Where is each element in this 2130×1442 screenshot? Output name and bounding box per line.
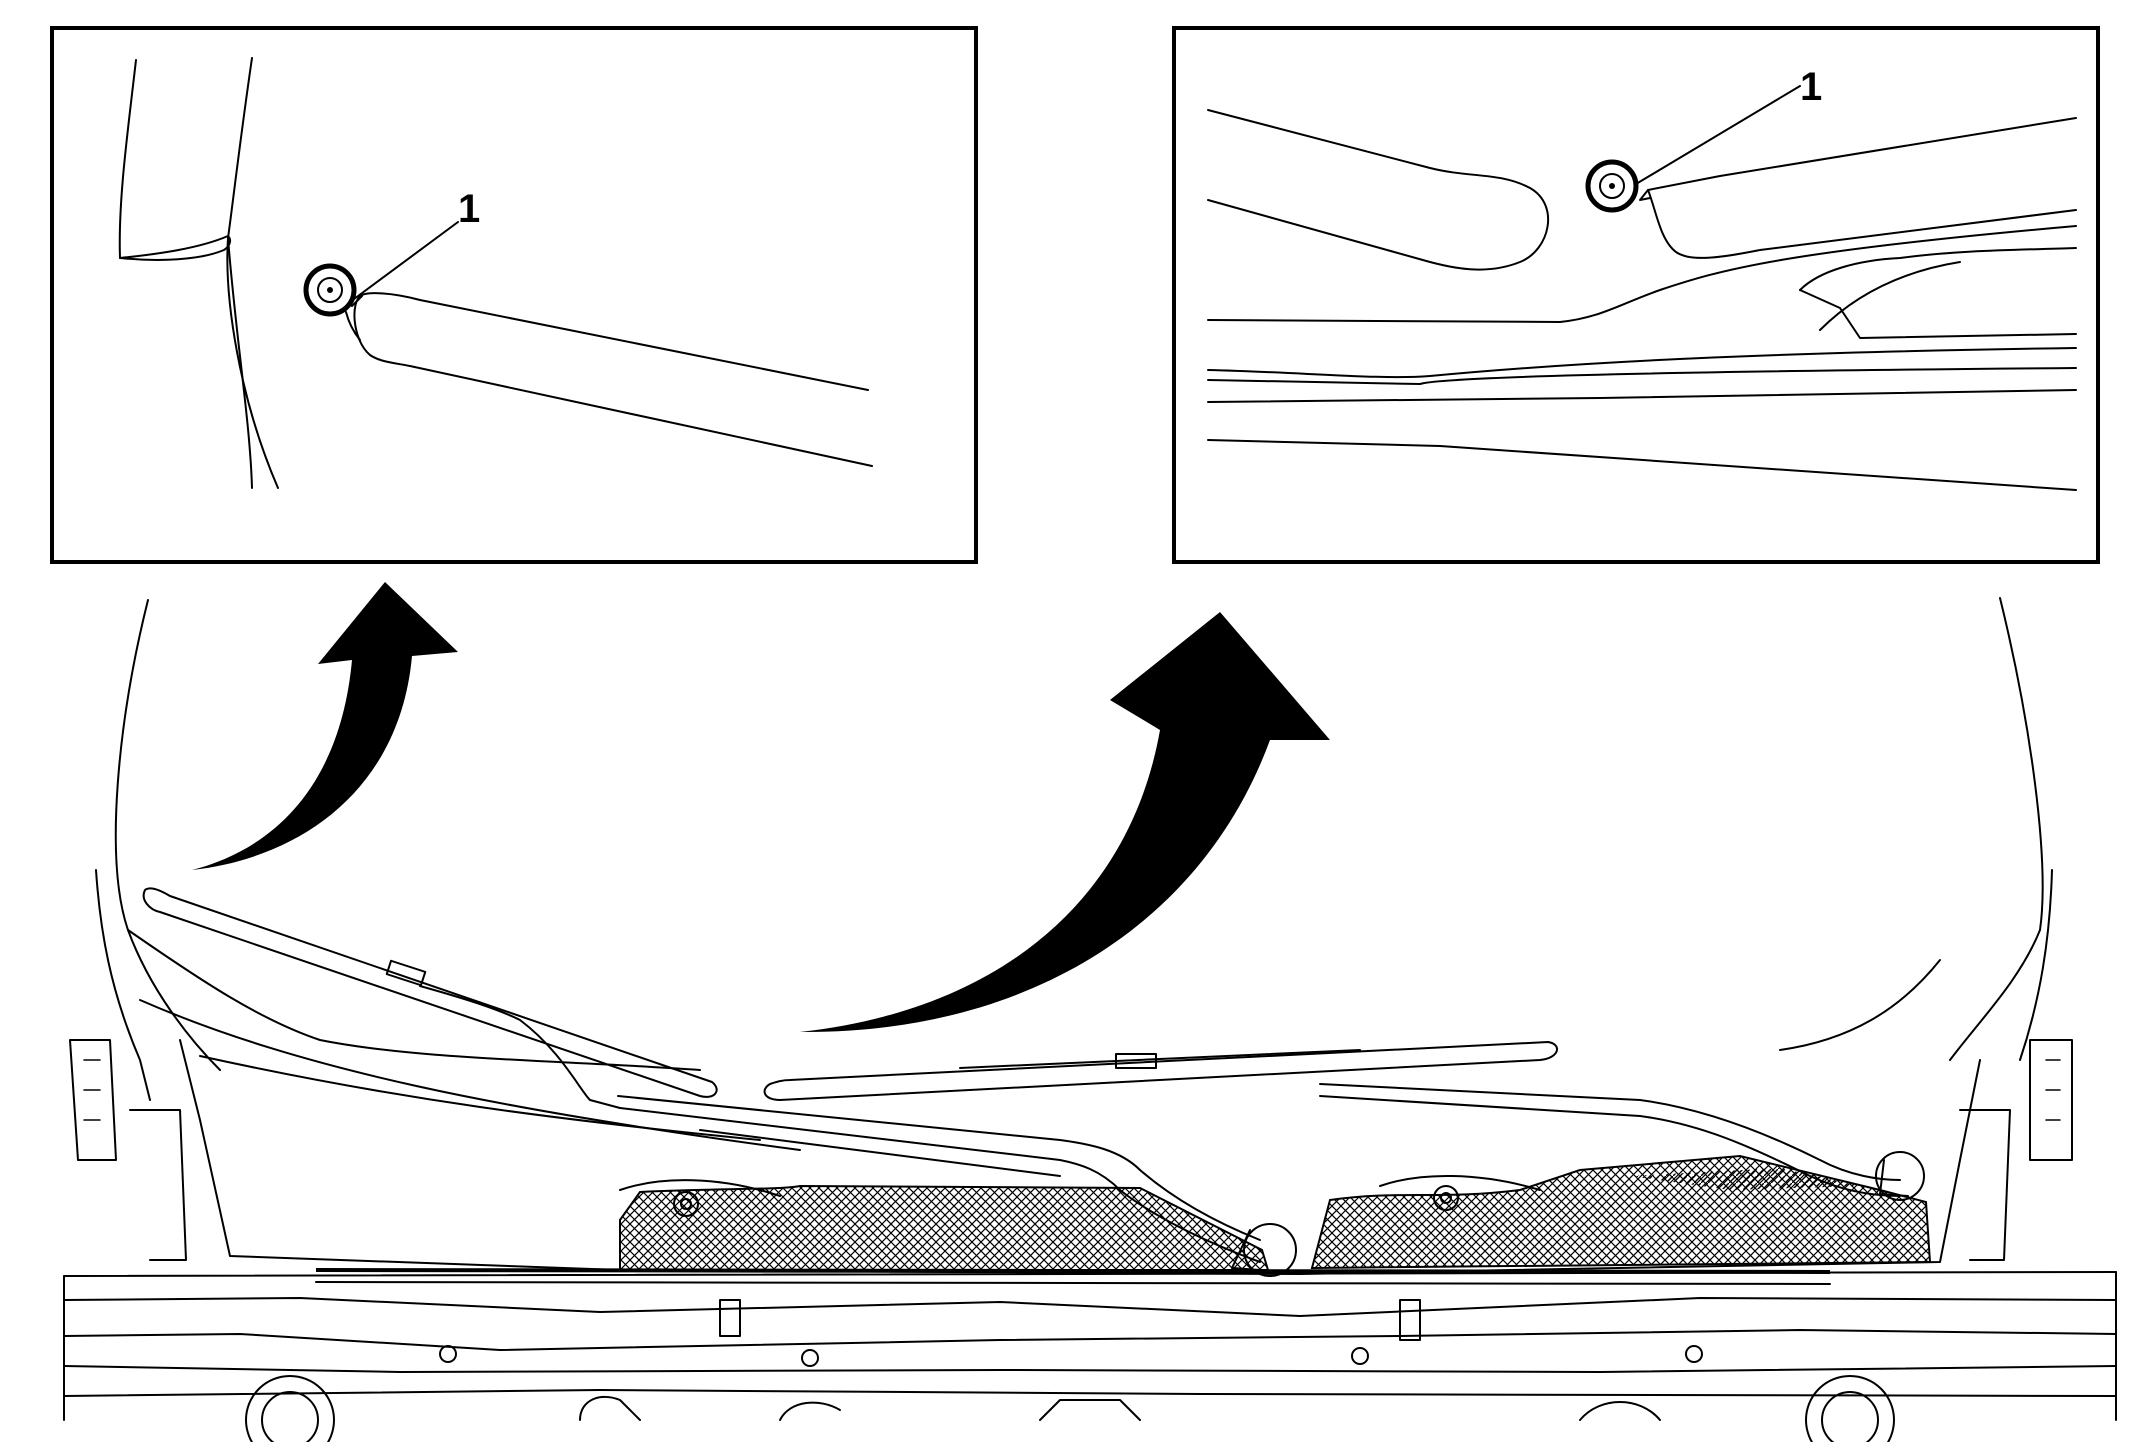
right-detail-panel: 1 <box>1172 26 2100 564</box>
a-pillar-outline <box>118 59 137 259</box>
right-wiper-blade <box>763 1041 1558 1101</box>
left-wiper-arm-outline <box>361 292 869 391</box>
right-detail-frame <box>1172 26 2100 564</box>
left-wiper-arm <box>617 1095 1261 1241</box>
curved-arrow-icon <box>800 612 1330 1033</box>
curved-arrow-icon <box>192 582 458 870</box>
left-detail-panel: 1 <box>50 26 978 564</box>
left-detail-frame <box>50 26 978 564</box>
right-wiper-arm <box>1319 1083 1901 1181</box>
right-callout-leader <box>1635 85 1801 185</box>
nut-icon <box>303 263 357 317</box>
right-wiper-arm-outline <box>1647 117 2077 191</box>
hood-outline <box>114 599 221 1071</box>
cowl-grille-left <box>619 1184 1270 1271</box>
left-callout-label: 1 <box>458 187 480 231</box>
left-wiper-blade <box>142 887 718 1098</box>
cowl-grille-right <box>1310 1154 1932 1270</box>
vehicle-cowl-view <box>63 597 2117 1442</box>
left-callout-leader <box>349 221 459 303</box>
nut-icon <box>1585 159 1639 213</box>
right-callout-label: 1 <box>1800 65 1822 109</box>
